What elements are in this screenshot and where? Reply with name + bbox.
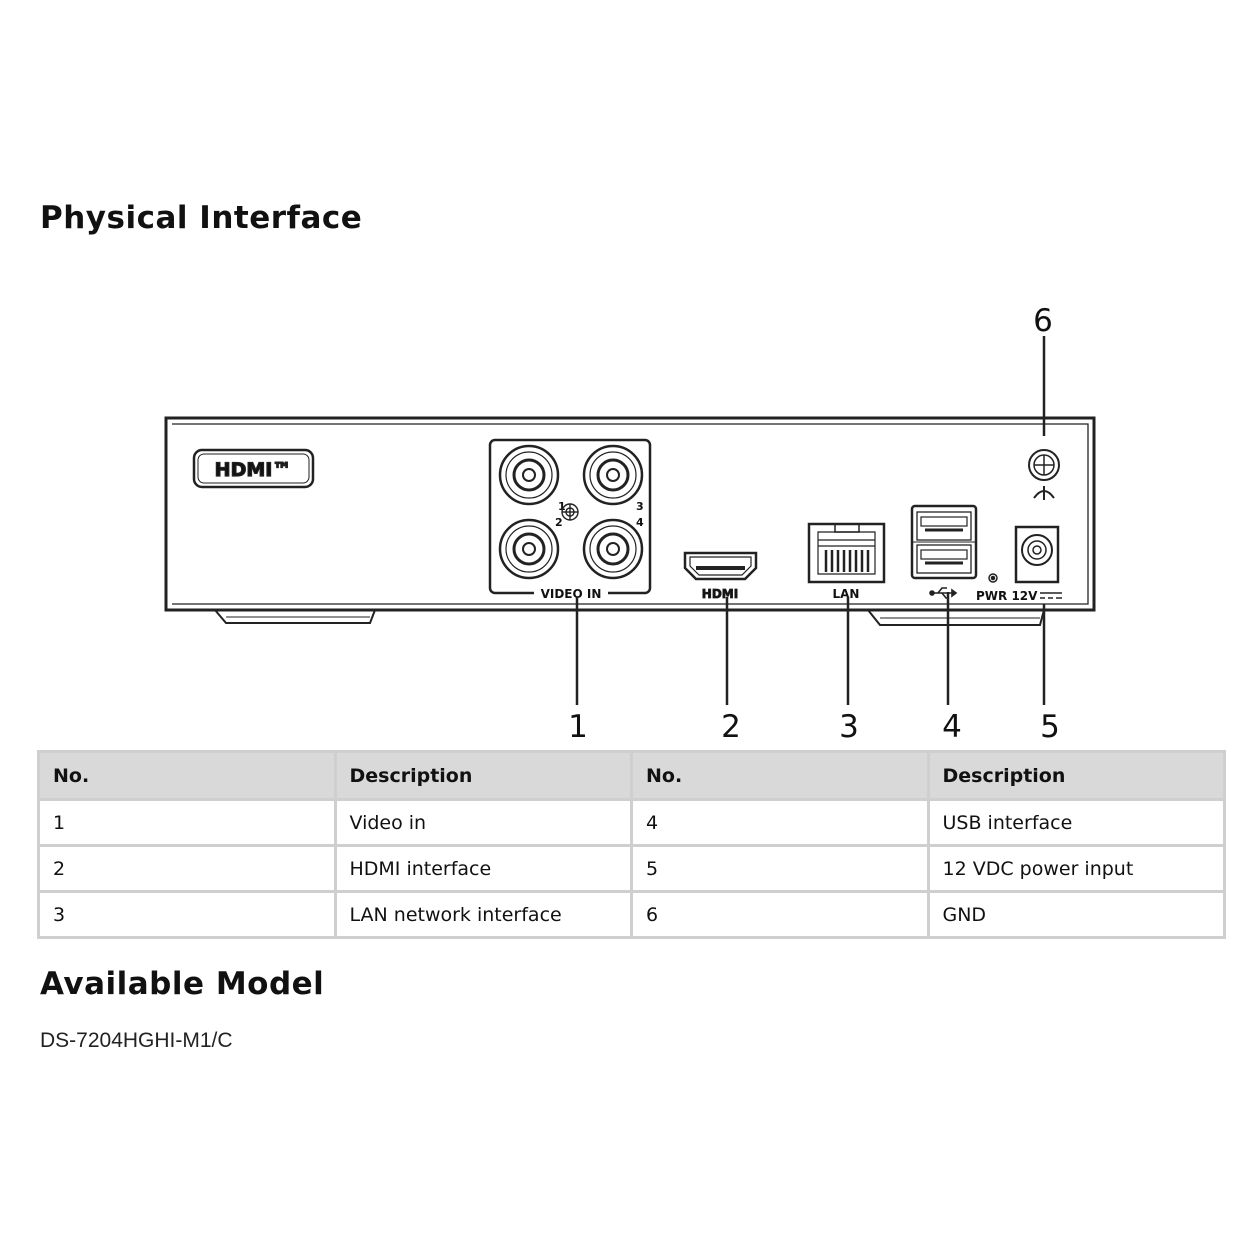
video-in-label: VIDEO IN	[541, 587, 602, 601]
callout-2: 2	[721, 709, 741, 745]
hdmi-port-label: HDMI	[702, 587, 738, 601]
table-row: 1 Video in 4 USB interface	[37, 798, 1226, 847]
table-cell: HDMI interface	[333, 844, 633, 893]
bnc-number-1: 1	[558, 500, 566, 513]
power-label: PWR 12V	[976, 589, 1038, 603]
lan-label: LAN	[833, 587, 860, 601]
bnc-number-3: 3	[636, 500, 644, 513]
table-cell: USB interface	[926, 798, 1226, 847]
hdmi-logo-text: HDMI™	[215, 459, 292, 481]
table-row: 2 HDMI interface 5 12 VDC power input	[37, 844, 1226, 893]
screw-icon	[561, 503, 579, 521]
hdmi-logo-badge: HDMI™	[192, 448, 315, 489]
table-cell: 6	[630, 890, 930, 939]
table-cell: 3	[37, 890, 337, 939]
table-cell: 5	[630, 844, 930, 893]
callout-6: 6	[1033, 303, 1053, 339]
header-description: Description	[333, 750, 633, 801]
ground-terminal	[1028, 449, 1060, 481]
table-cell: Video in	[333, 798, 633, 847]
chassis	[164, 416, 1096, 626]
table-row: 3 LAN network interface 6 GND	[37, 890, 1226, 939]
table-cell: 4	[630, 798, 930, 847]
rear-panel-diagram: HDMI™ 1 2 3 4 VIDEO IN	[164, 303, 1096, 745]
usb-icon	[929, 587, 958, 599]
ground-icon	[1033, 486, 1055, 500]
callout-5: 5	[1040, 709, 1060, 745]
callout-3: 3	[839, 709, 859, 745]
dc-symbol-icon	[1040, 592, 1062, 599]
bnc-connector-4	[582, 518, 644, 580]
model-number: DS-7204HGHI-M1/C	[40, 1029, 233, 1052]
usb-ports	[910, 504, 978, 580]
table-cell: 2	[37, 844, 337, 893]
available-model-title: Available Model	[40, 966, 325, 1002]
bnc-connector-2	[498, 518, 560, 580]
physical-interface-title: Physical Interface	[40, 200, 363, 236]
header-no: No.	[37, 750, 337, 801]
lan-port	[807, 522, 886, 584]
bnc-connector-1	[498, 444, 560, 506]
callout-1: 1	[568, 709, 588, 745]
power-led-icon	[988, 573, 998, 583]
table-cell: GND	[926, 890, 1226, 939]
table-cell: LAN network interface	[333, 890, 633, 939]
power-jack	[1014, 525, 1060, 584]
video-in-block: 1 2 3 4 VIDEO IN	[488, 438, 652, 601]
header-no: No.	[630, 750, 930, 801]
table-header-row: No. Description No. Description	[37, 750, 1226, 801]
bnc-number-4: 4	[636, 516, 644, 529]
callout-4: 4	[942, 709, 962, 745]
header-description: Description	[926, 750, 1226, 801]
table-cell: 12 VDC power input	[926, 844, 1226, 893]
bnc-connector-3	[582, 444, 644, 506]
interface-table: No. Description No. Description 1 Video …	[37, 750, 1226, 939]
callout-lines	[575, 336, 1046, 705]
hdmi-port	[683, 551, 758, 581]
bnc-number-2: 2	[555, 516, 563, 529]
table-cell: 1	[37, 798, 337, 847]
